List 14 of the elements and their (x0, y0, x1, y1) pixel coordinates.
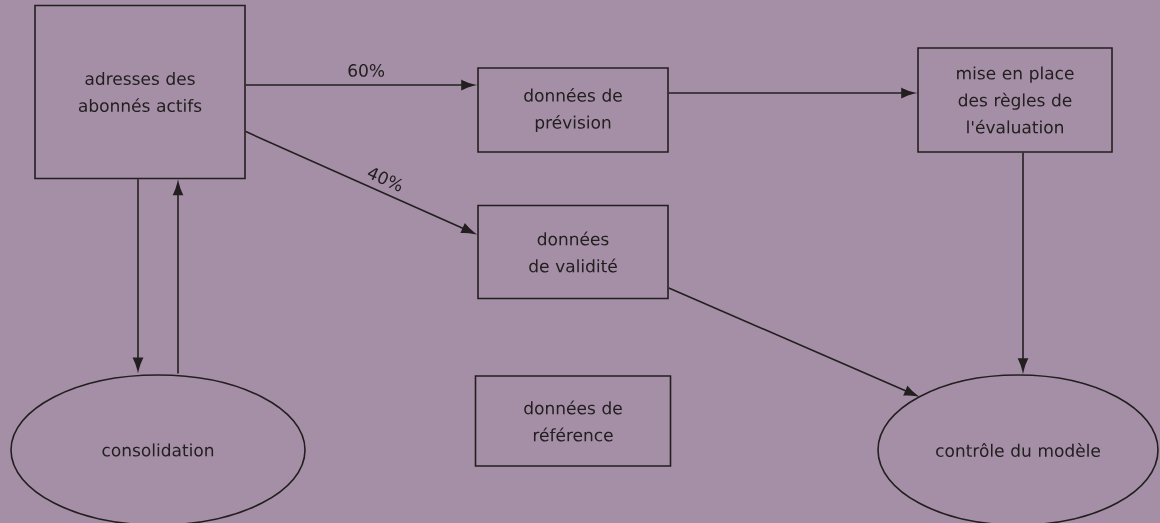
process-box: données de référence (474, 375, 672, 467)
arrow (245, 130, 475, 234)
arrow (668, 287, 918, 397)
process-box: adresses des abonnés actifs (34, 4, 246, 180)
arrow (668, 88, 915, 98)
edge-label: 60% (348, 64, 385, 77)
arrow (173, 182, 183, 375)
process-box: données de validité (477, 204, 669, 300)
arrow (133, 178, 143, 371)
process-box: mise en place des règles de l'évaluation (917, 47, 1113, 153)
process-box: données de prévision (477, 67, 669, 153)
edge-label: 40% (367, 168, 403, 192)
arrow (245, 80, 475, 90)
arrow (1018, 152, 1028, 372)
